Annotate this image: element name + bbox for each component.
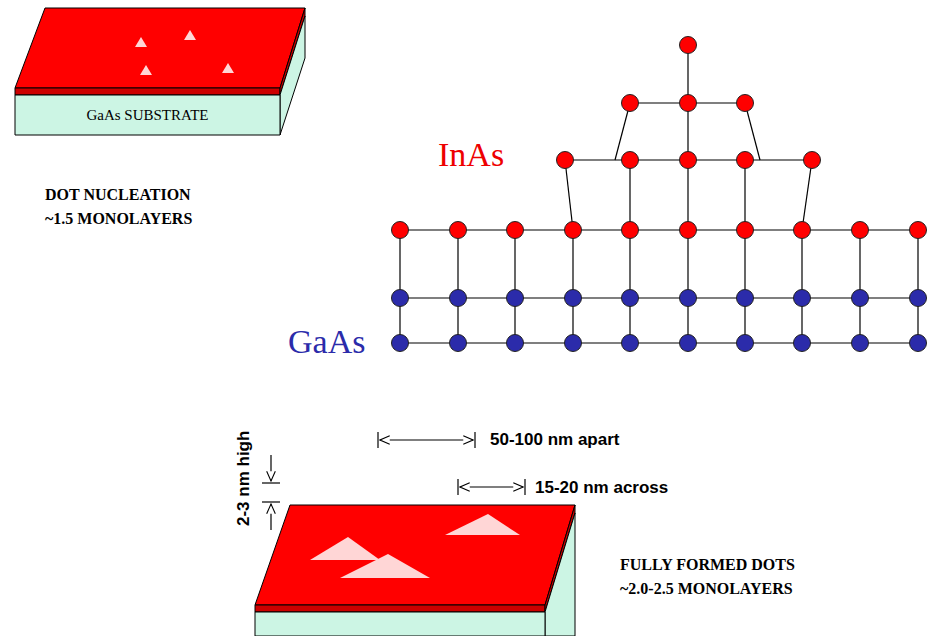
atom: [794, 335, 811, 352]
dimension-label: 50-100 nm apart: [490, 430, 619, 450]
atoms: [392, 37, 927, 352]
dimension-label: 2-3 nm high: [234, 431, 254, 526]
atom: [680, 95, 697, 112]
atom: [507, 335, 524, 352]
atom: [680, 37, 697, 54]
atom: [737, 290, 754, 307]
material-name: GaAs: [288, 322, 365, 361]
atom: [450, 222, 467, 239]
substrate-face: GaAs SUBSTRATE: [15, 95, 280, 135]
dimension-label: 15-20 nm across: [535, 478, 668, 498]
atom: [794, 290, 811, 307]
atom: [737, 222, 754, 239]
atom: [450, 335, 467, 352]
atom: [852, 290, 869, 307]
atom: [737, 95, 754, 112]
atom: [737, 152, 754, 169]
atom: [507, 222, 524, 239]
stage-title: DOT NUCLEATION: [45, 186, 191, 204]
atom: [392, 222, 409, 239]
atom: [565, 222, 582, 239]
stage-note: ~2.0-2.5 MONOLAYERS: [620, 580, 793, 598]
atom: [392, 335, 409, 352]
atom: [680, 222, 697, 239]
atom: [852, 222, 869, 239]
substrate-label: GaAs SUBSTRATE: [86, 107, 208, 124]
atom: [622, 335, 639, 352]
atom: [910, 290, 927, 307]
atom: [680, 290, 697, 307]
atom: [910, 335, 927, 352]
atom: [392, 290, 409, 307]
atom: [622, 290, 639, 307]
stage-title: FULLY FORMED DOTS: [620, 556, 795, 574]
atom: [852, 335, 869, 352]
material-name: InAs: [438, 135, 504, 174]
atom: [680, 152, 697, 169]
stage-note: ~1.5 MONOLAYERS: [45, 210, 192, 228]
atom: [450, 290, 467, 307]
atom: [737, 335, 754, 352]
dots-slab: [255, 505, 575, 636]
atom: [794, 222, 811, 239]
atom: [565, 290, 582, 307]
atom: [507, 290, 524, 307]
atom: [565, 335, 582, 352]
atom: [680, 335, 697, 352]
atom: [804, 152, 821, 169]
atom: [910, 222, 927, 239]
atom: [622, 152, 639, 169]
substrate-slab: [15, 8, 305, 135]
atom: [622, 95, 639, 112]
atom: [557, 152, 574, 169]
atomic-lattice: [400, 45, 918, 343]
atom: [622, 222, 639, 239]
